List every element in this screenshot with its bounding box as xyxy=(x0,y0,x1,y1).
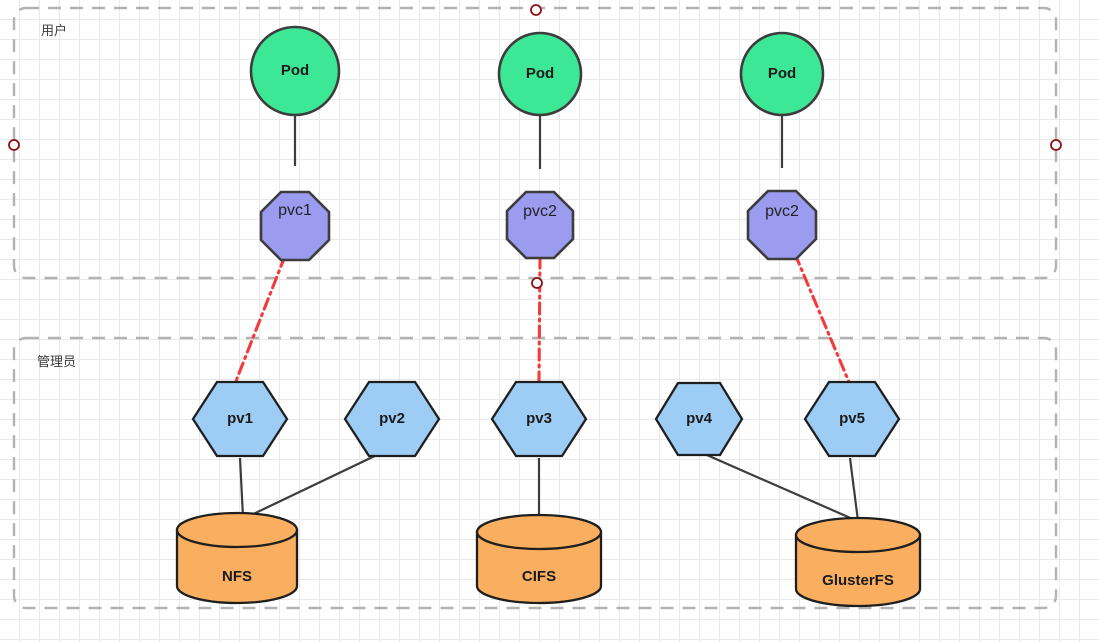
storage-node-cifs[interactable] xyxy=(475,513,603,605)
pv-node-4[interactable] xyxy=(654,381,744,457)
storage-glusterfs-top xyxy=(794,516,922,554)
edge-pv5-glusterfs[interactable] xyxy=(848,457,860,522)
storage-node-glusterfs[interactable] xyxy=(794,516,922,608)
group-label-user: 用户 xyxy=(41,23,68,38)
endpoint-handle-right[interactable] xyxy=(1050,139,1062,151)
pod-node-1[interactable] xyxy=(249,25,341,117)
pv-node-1[interactable] xyxy=(191,380,289,458)
pv-node-5[interactable] xyxy=(803,380,901,458)
endpoint-handle-top[interactable] xyxy=(530,4,542,16)
storage-glusterfs-body xyxy=(794,533,922,608)
admin-group-border[interactable] xyxy=(12,336,1058,610)
pvc-node-3[interactable] xyxy=(746,189,818,261)
edge-pv1-nfs[interactable] xyxy=(238,457,245,518)
storage-cifs-top xyxy=(475,513,603,551)
group-label-admin: 管理员 xyxy=(37,354,77,369)
edge-pv2-nfs[interactable] xyxy=(244,451,384,519)
endpoint-handle-left[interactable] xyxy=(8,139,20,151)
storage-nfs-top xyxy=(175,511,299,549)
storage-nfs-body xyxy=(175,528,299,605)
endpoint-handle-middle[interactable] xyxy=(531,277,543,289)
group-container-admin[interactable] xyxy=(12,336,1058,610)
pod-node-2[interactable] xyxy=(497,31,583,117)
storage-cifs-body xyxy=(475,530,603,605)
pvc-node-1[interactable] xyxy=(259,190,331,262)
edge-pvc1-pv1-binding[interactable] xyxy=(234,254,287,383)
edge-pvc2-pv3-binding[interactable] xyxy=(537,255,542,383)
pvc-node-2[interactable] xyxy=(505,190,575,260)
pv-node-2[interactable] xyxy=(343,380,441,458)
edge-pvc2b-pv5-binding[interactable] xyxy=(793,252,851,384)
pod-node-3[interactable] xyxy=(739,31,825,117)
storage-node-nfs[interactable] xyxy=(175,511,299,605)
edge-pv4-glusterfs[interactable] xyxy=(699,450,856,522)
pv-node-3[interactable] xyxy=(490,380,588,458)
